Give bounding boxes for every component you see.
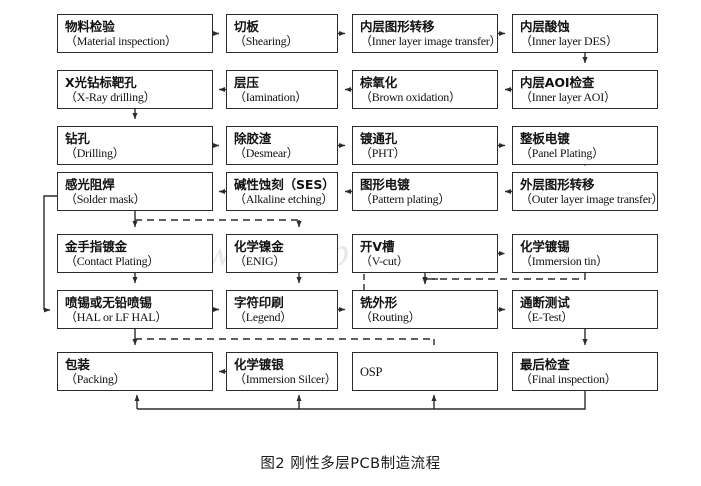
node-label-en: （Brown oxidation） <box>360 89 461 104</box>
node-pattern-plating[interactable]: 图形电镀（Pattern plating） <box>352 172 498 211</box>
node-inner-layer-des[interactable]: 内层酸蚀（Inner layer DES） <box>512 14 658 53</box>
node-label-en: （Immersion Silcer） <box>234 371 337 386</box>
node-inner-layer-image-transfer[interactable]: 内层图形转移（Inner layer image transfer） <box>352 14 502 53</box>
node-label-en: （PHT） <box>360 145 406 160</box>
node-e-test[interactable]: 通断测试（E-Test） <box>512 290 658 329</box>
node-immersion-tin[interactable]: 化学镀锡（Immersion tin） <box>512 234 658 273</box>
node-label-en: （Packing） <box>65 371 126 386</box>
node-label-cn: 除胶渣 <box>234 130 272 146</box>
node-label-cn: 字符印刷 <box>234 294 284 310</box>
figure-caption: 图2 刚性多层PCB制造流程 <box>260 456 441 472</box>
node-solder-mask[interactable]: 感光阻焊（Solder mask） <box>57 172 213 211</box>
node-shearing[interactable]: 切板（Shearing） <box>226 14 338 53</box>
node-label-cn: 最后检查 <box>520 356 570 372</box>
node-material-inspection[interactable]: 物料检验（Material inspection） <box>57 14 213 53</box>
node-label-cn: 开V槽 <box>360 238 395 254</box>
node-pht[interactable]: 镀通孔（PHT） <box>352 126 498 165</box>
node-label-cn: 化学镀锡 <box>520 238 570 254</box>
node-label-cn: 包装 <box>65 356 90 372</box>
node-label-en: （Outer layer image transfer） <box>520 191 664 206</box>
node-label-en: （Iamination） <box>234 89 307 104</box>
node-desmear[interactable]: 除胶渣（Desmear） <box>226 126 338 165</box>
node-label-cn: 通断测试 <box>520 294 570 310</box>
node-contact-plating[interactable]: 金手指镀金（Contact Plating） <box>57 234 213 273</box>
node-label-en: （Final inspection） <box>520 371 617 386</box>
node-immersion-silver[interactable]: 化学镀银（Immersion Silcer） <box>226 352 338 391</box>
node-label-cn: 化学镍金 <box>234 238 284 254</box>
node-label-cn: 图形电镀 <box>360 176 410 192</box>
node-label-en: （Legend） <box>234 309 292 324</box>
node-label-cn: 喷锡或无铅喷锡 <box>65 294 152 310</box>
node-label-cn: 层压 <box>234 74 259 90</box>
edge-solder-mask-left-branch <box>43 195 57 310</box>
node-label-en: （HAL or LF HAL） <box>65 309 168 324</box>
node-xray-drilling[interactable]: X光钻标靶孔（X-Ray drilling） <box>57 70 213 109</box>
node-brown-oxidation[interactable]: 棕氧化（Brown oxidation） <box>352 70 498 109</box>
node-enig[interactable]: 化学镍金（ENIG） <box>226 234 338 273</box>
node-label-cn: 镀通孔 <box>360 130 398 146</box>
edge-immersion-tin-to-routing <box>432 273 586 280</box>
node-label-cn: 碱性蚀刻（SES） <box>234 176 335 192</box>
node-label-en: （Inner layer DES） <box>520 33 618 48</box>
node-lamination[interactable]: 层压（Iamination） <box>226 70 338 109</box>
node-label-cn: X光钻标靶孔 <box>65 74 137 90</box>
node-label-en: （E-Test） <box>520 309 574 324</box>
node-label-en: （Drilling） <box>65 145 125 160</box>
node-label-en: （Routing） <box>360 309 421 324</box>
node-label-cn: 金手指镀金 <box>65 238 128 254</box>
node-label-en: （Pattern plating） <box>360 191 451 206</box>
node-label-en: （Shearing） <box>234 33 299 48</box>
node-label-cn: 外层图形转移 <box>520 176 595 192</box>
node-v-cut[interactable]: 开V槽（V-cut） <box>352 234 498 273</box>
node-label-cn: 棕氧化 <box>360 74 398 90</box>
node-label-en: （Inner layer AOI） <box>520 89 616 104</box>
node-osp[interactable]: OSP <box>352 352 498 391</box>
node-alkaline-etching[interactable]: 碱性蚀刻（SES）（Alkaline etching） <box>226 172 338 211</box>
node-label-cn: 化学镀银 <box>234 356 284 372</box>
node-label-en: （Desmear） <box>234 145 299 160</box>
node-label-en: （Solder mask） <box>65 191 146 206</box>
node-label-cn: 切板 <box>234 18 259 34</box>
node-label-en: （Immersion tin） <box>520 253 608 268</box>
node-drilling[interactable]: 钻孔（Drilling） <box>57 126 213 165</box>
node-label-en: （Inner layer image transfer） <box>360 33 502 48</box>
node-final-inspection[interactable]: 最后检查（Final inspection） <box>512 352 658 391</box>
node-inner-layer-aoi[interactable]: 内层AOI检查（Inner layer AOI） <box>512 70 658 109</box>
node-label-en: （Contact Plating） <box>65 253 160 268</box>
node-outer-layer-image-transfer[interactable]: 外层图形转移（Outer layer image transfer） <box>512 172 664 211</box>
node-label-cn: 物料检验 <box>65 18 115 34</box>
node-label-cn: 铣外形 <box>360 294 398 310</box>
node-packing[interactable]: 包装（Packing） <box>57 352 213 391</box>
node-label-en: OSP <box>360 365 383 379</box>
node-label-cn: 内层酸蚀 <box>520 18 570 34</box>
node-hal[interactable]: 喷锡或无铅喷锡（HAL or LF HAL） <box>57 290 213 329</box>
node-label-en: （V-cut） <box>360 253 409 268</box>
node-label-cn: 感光阻焊 <box>65 176 115 192</box>
node-routing[interactable]: 铣外形（Routing） <box>352 290 498 329</box>
node-label-en: （Alkaline etching） <box>234 191 334 206</box>
node-label-cn: 内层图形转移 <box>360 18 435 34</box>
node-legend[interactable]: 字符印刷（Legend） <box>226 290 338 329</box>
node-label-en: （Panel Plating） <box>520 145 604 160</box>
node-label-cn: 内层AOI检查 <box>520 74 595 90</box>
node-label-en: （ENIG） <box>234 253 286 268</box>
node-label-cn: 整板电镀 <box>520 130 570 146</box>
node-label-cn: 钻孔 <box>65 130 90 146</box>
node-label-en: （Material inspection） <box>65 33 177 48</box>
node-label-en: （X-Ray drilling） <box>65 89 156 104</box>
edge-final-inspection-bus <box>137 391 586 410</box>
node-panel-plating[interactable]: 整板电镀（Panel Plating） <box>512 126 658 165</box>
